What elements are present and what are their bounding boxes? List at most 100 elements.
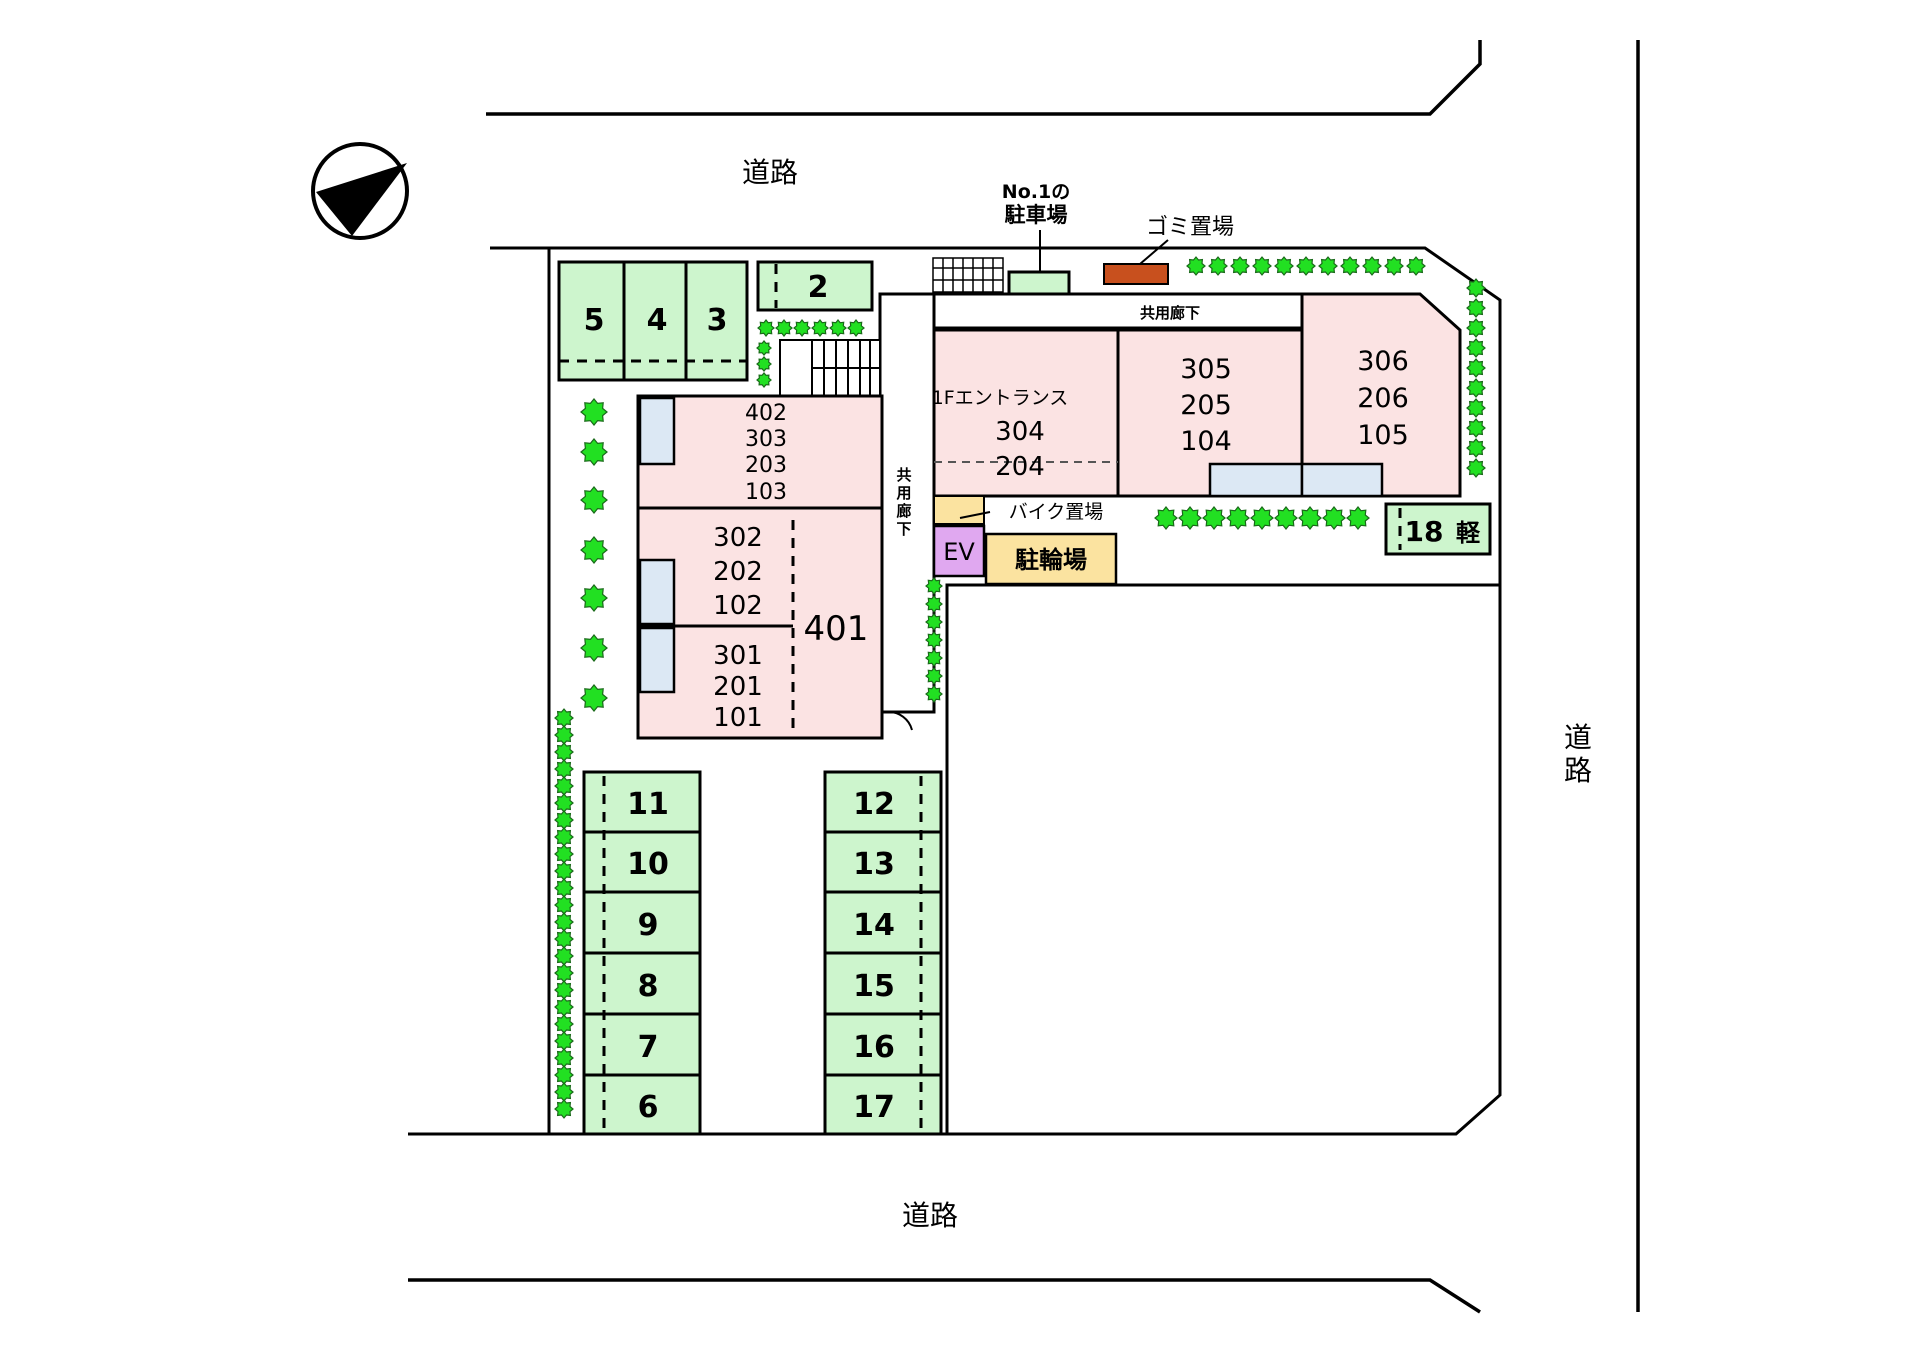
block-d (932, 328, 1120, 498)
road-label-south: 道路 (902, 1199, 958, 1232)
tree-icon (1466, 418, 1486, 438)
block-a (636, 394, 884, 510)
tree-icon (1250, 506, 1274, 530)
parking-space-2: 2 (808, 270, 829, 305)
unit-101: 101 (713, 703, 763, 733)
tree-icon (1274, 506, 1298, 530)
road-label-east-1: 道 (1564, 721, 1592, 754)
no1-parking-label-2: 駐車場 (1005, 203, 1068, 227)
road-label-east-2: 路 (1564, 754, 1592, 787)
tree-icon (554, 929, 574, 949)
tree-icon (1466, 358, 1486, 378)
parking-space-13: 13 (853, 847, 895, 882)
tree-icon (554, 861, 574, 881)
garbage-area (1103, 263, 1169, 285)
parking-space-12: 12 (853, 787, 895, 822)
bicycle-parking-label: 駐輪場 (1015, 546, 1087, 574)
parking-space-3: 3 (707, 303, 728, 338)
tree-icon (756, 356, 772, 372)
unit-105: 105 (1357, 420, 1409, 451)
roads (408, 40, 1640, 1314)
unit-103: 103 (745, 480, 787, 505)
unit-203: 203 (745, 453, 787, 478)
tree-icon (756, 372, 772, 388)
parking-space-10: 10 (627, 847, 669, 882)
parking-space-18-box (1384, 502, 1492, 556)
bicycle-parking (984, 532, 1118, 586)
tree-icon (1346, 506, 1370, 530)
tree-icon (554, 827, 574, 847)
tree-icon (1406, 256, 1426, 276)
tree-icon (1322, 506, 1346, 530)
tree-icon (756, 340, 772, 356)
tree-icon (847, 319, 865, 337)
parking-space-6: 6 (638, 1090, 659, 1125)
parking-column-west (582, 770, 702, 1136)
corridor-v-1: 共 (896, 466, 911, 484)
tree-icon (1466, 458, 1486, 478)
unit-301: 301 (713, 641, 763, 671)
unit-303: 303 (745, 427, 787, 452)
tree-icon (554, 810, 574, 830)
tree-icon (554, 1082, 574, 1102)
tree-icon (580, 398, 608, 426)
tree-icon (554, 980, 574, 1000)
unit-202: 202 (713, 557, 763, 587)
tree-icon (554, 997, 574, 1017)
tree-icon (554, 1048, 574, 1068)
tree-icon (580, 634, 608, 662)
unit-401: 401 (804, 609, 869, 649)
compass-north-arrow-icon (311, 142, 409, 240)
unit-102: 102 (713, 591, 763, 621)
corridor-top-label: 共用廊下 (1140, 304, 1200, 322)
parking-space-9: 9 (638, 908, 659, 943)
tree-icon (554, 912, 574, 932)
block-bc (636, 506, 884, 740)
elevator (932, 524, 986, 578)
tree-icon (1252, 256, 1272, 276)
tree-icon (554, 1065, 574, 1085)
tree-icon (554, 793, 574, 813)
tree-icon (793, 319, 811, 337)
tree-icon (554, 708, 574, 728)
tree-icon (580, 684, 608, 712)
south-road-edge (408, 1278, 1481, 1314)
parking-group-345 (557, 260, 749, 382)
tree-icon (1154, 506, 1178, 530)
tree-icon (554, 1031, 574, 1051)
unit-104: 104 (1180, 426, 1232, 457)
tree-icon (775, 319, 793, 337)
motorbike-parking (933, 495, 985, 525)
tree-icon (925, 631, 943, 649)
tree-icon (1466, 278, 1486, 298)
tree-icon (1298, 506, 1322, 530)
tree-icon (1230, 256, 1250, 276)
tree-icon (1186, 256, 1206, 276)
unit-204: 204 (995, 452, 1045, 482)
road-label-north: 道路 (742, 156, 798, 189)
parking-space-11: 11 (627, 787, 669, 822)
tree-icon (811, 319, 829, 337)
tree-icon (1178, 506, 1202, 530)
parking-space-5: 5 (584, 303, 605, 338)
tree-icon (554, 844, 574, 864)
tree-icon (1208, 256, 1228, 276)
tree-icon (554, 725, 574, 745)
tree-icon (1296, 256, 1316, 276)
tree-icon (1466, 338, 1486, 358)
unit-302: 302 (713, 523, 763, 553)
tree-icon (925, 577, 943, 595)
parking-space-17: 17 (853, 1090, 895, 1125)
tree-icon (554, 742, 574, 762)
parking-space-4: 4 (647, 303, 668, 338)
tree-icon (554, 946, 574, 966)
tree-icon (580, 584, 608, 612)
tree-icon (1384, 256, 1404, 276)
stairs (779, 339, 881, 397)
unit-305: 305 (1180, 354, 1232, 385)
parking-space-1-box (1007, 270, 1071, 296)
parking-space-7: 7 (638, 1030, 659, 1065)
parking-space-18-type: 軽 (1456, 519, 1481, 547)
tree-icon (1226, 506, 1250, 530)
